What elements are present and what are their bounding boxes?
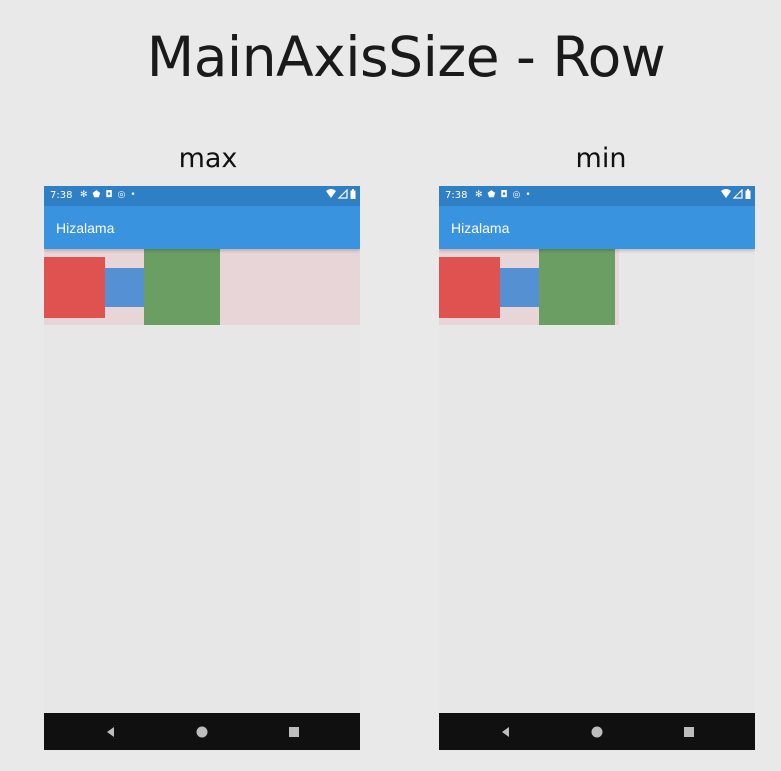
panel-label-max: max [178,143,238,174]
blue-box [105,268,144,307]
accessibility-icon: ◎ [512,190,521,200]
wifi-icon [721,189,731,198]
shield-icon: ⬟ [487,190,496,200]
more-notifications-icon: • [525,190,531,200]
back-icon[interactable] [499,725,513,739]
row-container [44,249,360,325]
sd-card-icon: ◘ [105,190,113,200]
home-icon[interactable] [195,725,209,739]
app-bar: Hizalama [44,206,360,249]
app-bar: Hizalama [439,206,755,249]
settings-icon: ✻ [475,190,483,200]
sd-card-icon: ◘ [500,190,508,200]
blue-box [500,268,539,307]
accessibility-icon: ◎ [117,190,126,200]
phone-screen-min: 7:38 ✻ ⬟ ◘ ◎ • Hizalama [439,186,755,750]
signal-icon [338,189,348,199]
home-icon[interactable] [590,725,604,739]
status-bar: 7:38 ✻ ⬟ ◘ ◎ • [439,186,755,206]
shield-icon: ⬟ [92,190,101,200]
settings-icon: ✻ [80,190,88,200]
more-notifications-icon: • [130,190,136,200]
status-time: 7:38 [445,190,468,201]
green-box [144,249,220,325]
red-box [44,257,105,318]
recent-apps-icon[interactable] [287,725,301,739]
recent-apps-icon[interactable] [682,725,696,739]
red-box [439,257,500,318]
wifi-icon [326,189,336,198]
body-content [44,249,360,713]
phone-screen-max: 7:38 ✻ ⬟ ◘ ◎ • Hizalama [44,186,360,750]
app-title: Hizalama [451,220,510,236]
green-box [539,249,615,325]
navigation-bar [439,713,755,750]
panel-label-min: min [575,143,627,174]
navigation-bar [44,713,360,750]
row-container [439,249,619,325]
signal-icon [733,189,743,199]
status-bar: 7:38 ✻ ⬟ ◘ ◎ • [44,186,360,206]
back-icon[interactable] [104,725,118,739]
status-time: 7:38 [50,190,73,201]
body-content [439,249,755,713]
battery-icon [350,189,356,199]
slide-title: MainAxisSize - Row [146,25,666,89]
app-title: Hizalama [56,220,115,236]
battery-icon [745,189,751,199]
